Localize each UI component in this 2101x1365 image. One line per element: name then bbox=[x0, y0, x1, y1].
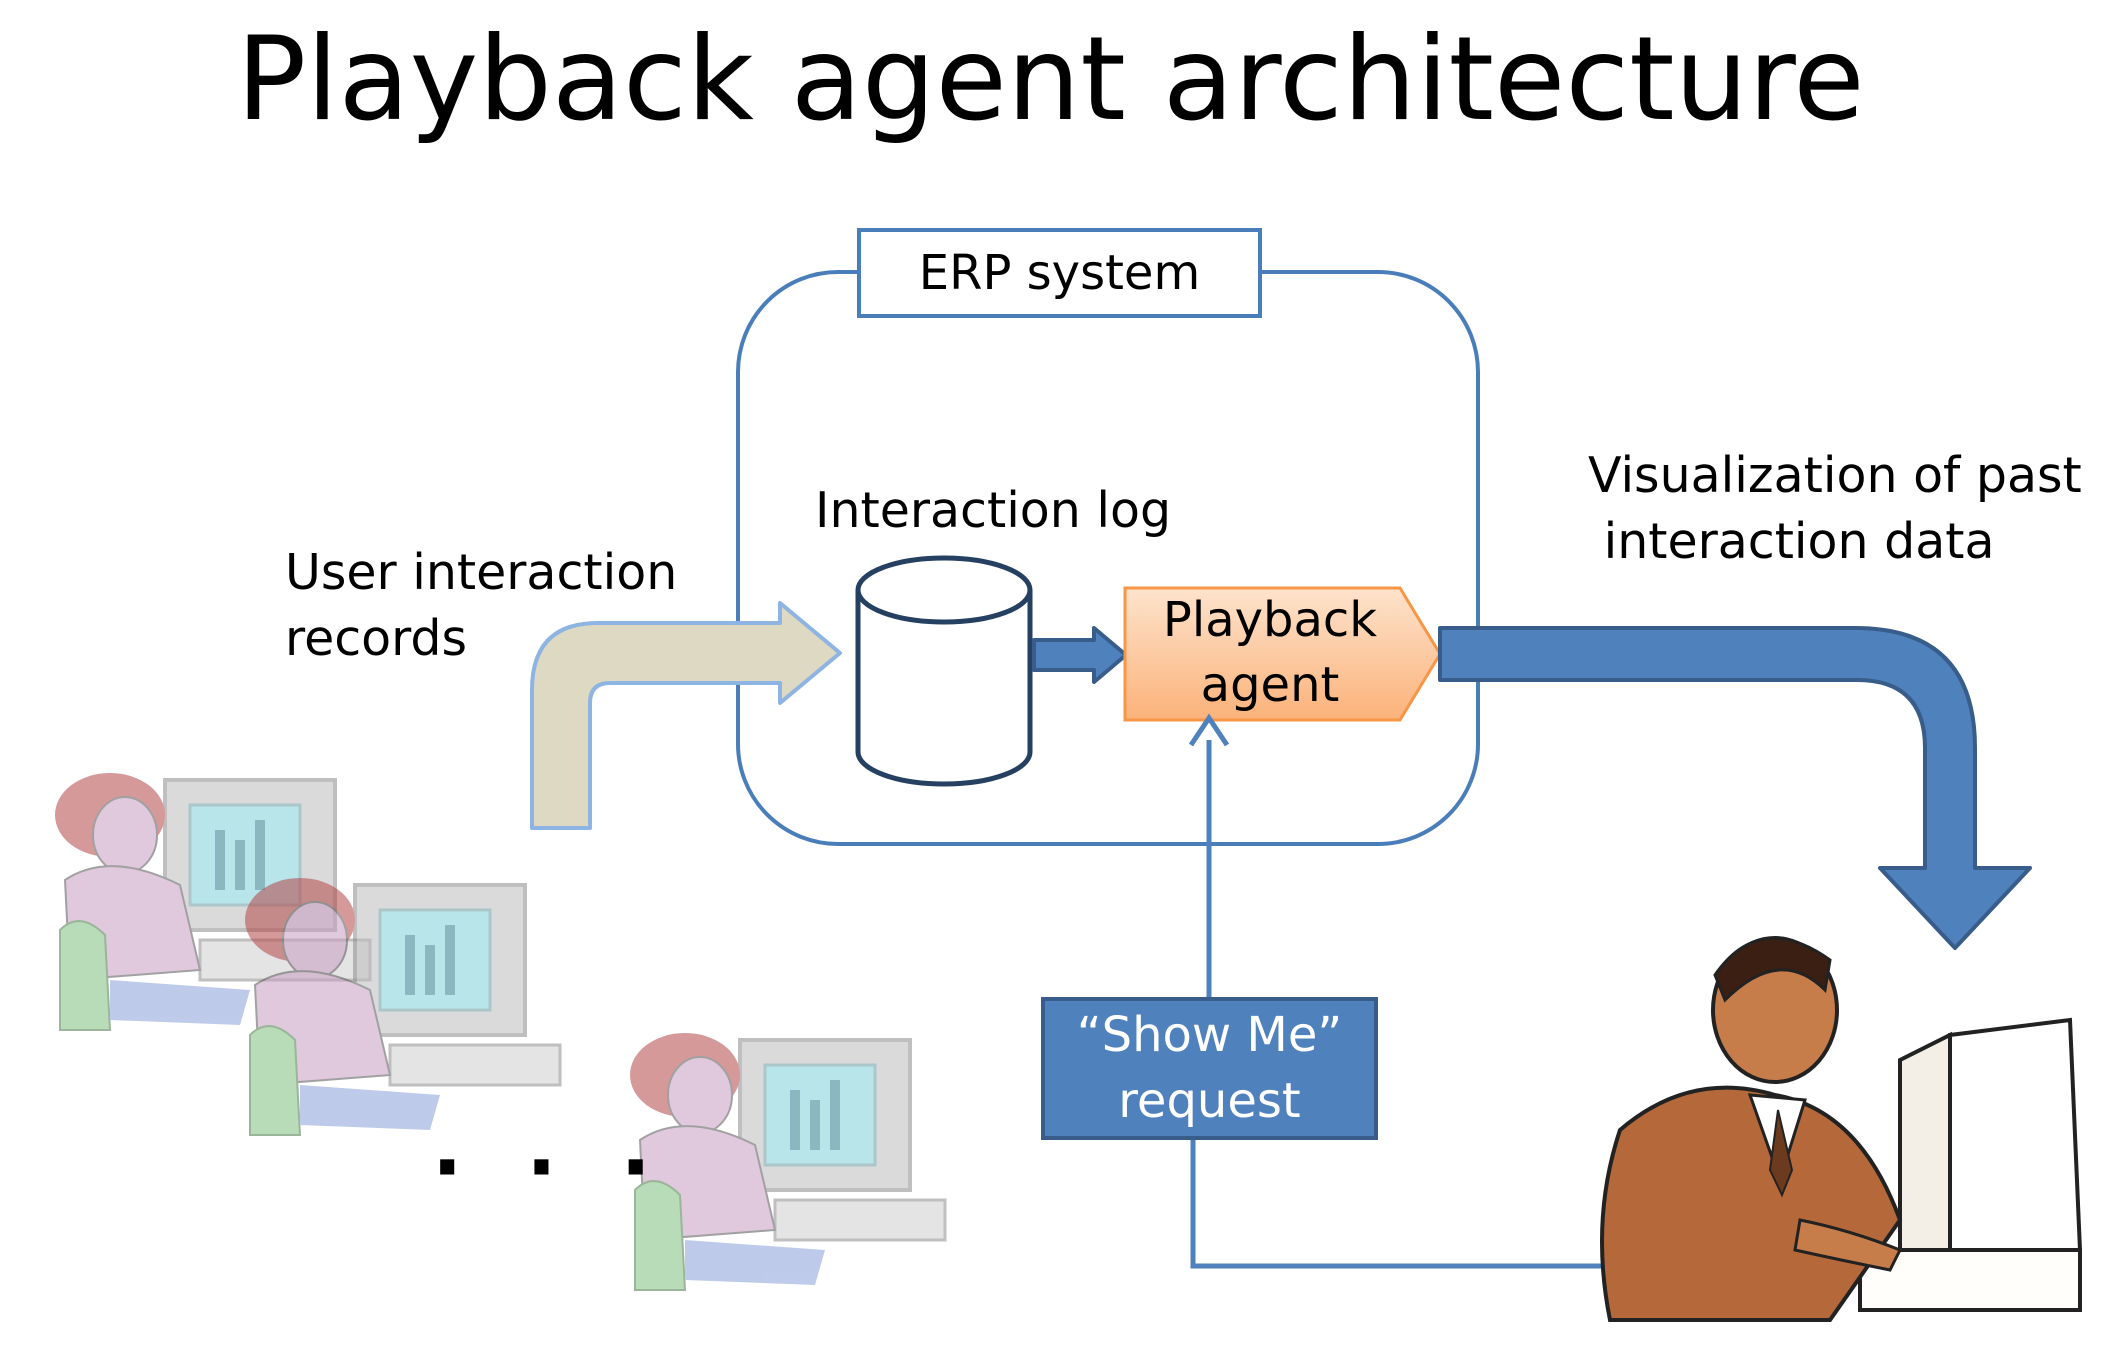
page-title: Playback agent architecture bbox=[236, 12, 1865, 147]
office-worker-icon bbox=[630, 1033, 947, 1291]
log-to-agent-arrow bbox=[1032, 626, 1128, 684]
playback-agent-shape bbox=[1123, 586, 1442, 722]
more-users-ellipsis: · · · bbox=[432, 1121, 669, 1214]
user-input-arrow bbox=[530, 601, 842, 830]
playback-agent-label: Playback agent bbox=[1162, 592, 1378, 714]
show-me-request-box: “Show Me” request bbox=[1041, 997, 1378, 1140]
visualization-label: Visualization of past interaction data bbox=[1588, 447, 2082, 571]
manager-at-computer-icon bbox=[1600, 936, 2083, 1322]
database-icon bbox=[855, 555, 1033, 787]
visualization-output-arrow bbox=[1438, 626, 2032, 950]
show-me-arrowhead bbox=[1188, 713, 1230, 747]
interaction-log-label: Interaction log bbox=[815, 482, 1172, 539]
office-worker-icon bbox=[245, 878, 562, 1136]
show-me-request-line bbox=[1190, 1140, 1660, 1269]
user-interaction-records-label: User interaction records bbox=[285, 544, 678, 668]
erp-system-container bbox=[736, 270, 1480, 846]
erp-system-label: ERP system bbox=[857, 228, 1262, 318]
